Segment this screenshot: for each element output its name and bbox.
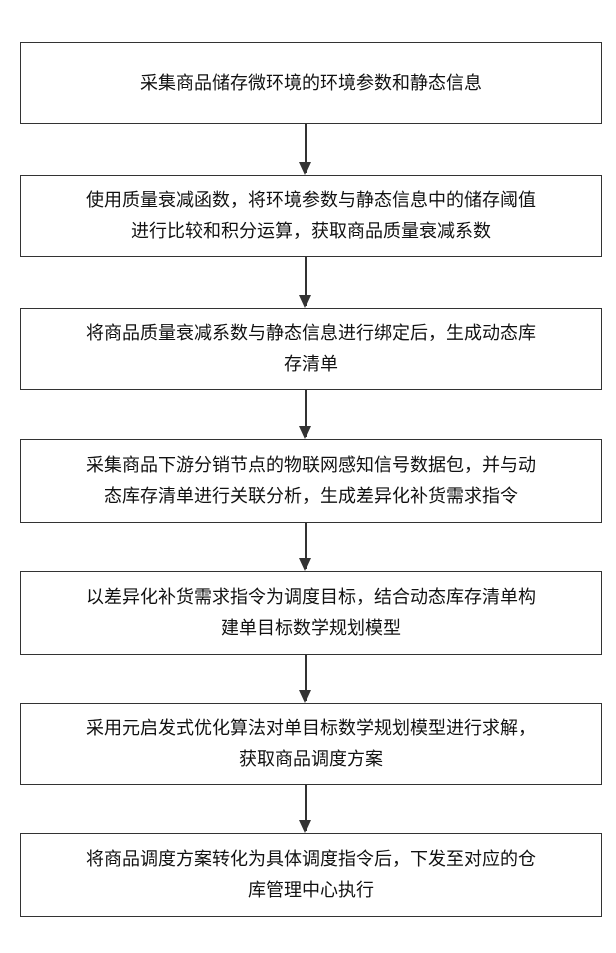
step-6-box: 采用元启发式优化算法对单目标数学规划模型进行求解，获取商品调度方案 <box>20 703 602 785</box>
step-1-box: 采集商品储存微环境的环境参数和静态信息 <box>20 42 602 124</box>
arrow-4-5 <box>305 523 307 569</box>
step-4-box: 采集商品下游分销节点的物联网感知信号数据包，并与动态库存清单进行关联分析，生成差… <box>20 439 602 523</box>
arrow-6-7 <box>305 785 307 831</box>
step-3-text: 将商品质量衰减系数与静态信息进行绑定后，生成动态库存清单 <box>81 318 541 380</box>
step-5-text: 以差异化补货需求指令为调度目标，结合动态库存清单构建单目标数学规划模型 <box>81 582 541 644</box>
arrow-1-2 <box>305 124 307 173</box>
step-7-box: 将商品调度方案转化为具体调度指令后，下发至对应的仓库管理中心执行 <box>20 833 602 917</box>
arrow-3-4 <box>305 390 307 437</box>
step-2-text: 使用质量衰减函数，将环境参数与静态信息中的储存阈值进行比较和积分运算，获取商品质… <box>81 185 541 247</box>
step-6-text: 采用元启发式优化算法对单目标数学规划模型进行求解，获取商品调度方案 <box>81 713 541 775</box>
step-1-text: 采集商品储存微环境的环境参数和静态信息 <box>140 68 482 99</box>
arrow-2-3 <box>305 257 307 306</box>
step-3-box: 将商品质量衰减系数与静态信息进行绑定后，生成动态库存清单 <box>20 308 602 390</box>
step-2-box: 使用质量衰减函数，将环境参数与静态信息中的储存阈值进行比较和积分运算，获取商品质… <box>20 175 602 257</box>
arrow-5-6 <box>305 655 307 701</box>
step-5-box: 以差异化补货需求指令为调度目标，结合动态库存清单构建单目标数学规划模型 <box>20 571 602 655</box>
step-7-text: 将商品调度方案转化为具体调度指令后，下发至对应的仓库管理中心执行 <box>81 844 541 906</box>
step-4-text: 采集商品下游分销节点的物联网感知信号数据包，并与动态库存清单进行关联分析，生成差… <box>81 450 541 512</box>
